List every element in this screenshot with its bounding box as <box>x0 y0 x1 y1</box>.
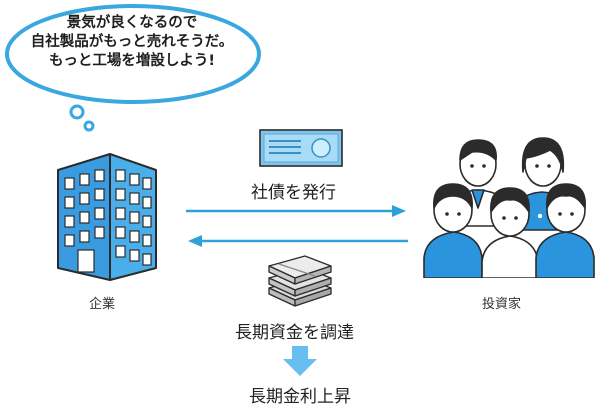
bubble-line-1: 景気が良くなるので <box>66 15 198 31</box>
bond-certificate-icon <box>257 127 345 169</box>
money-stack-icon <box>265 252 335 310</box>
bubble-line-2: 自社製品がもっと売れそうだ。 <box>30 34 234 50</box>
investor-label: 投資家 <box>482 297 522 312</box>
bubble-text: 景気が良くなるので 自社製品がもっと売れそうだ。 もっと工場を増設しよう! <box>3 14 261 71</box>
result-label: 長期金利上昇 <box>249 387 351 407</box>
bubble-line-3: もっと工場を増設しよう! <box>48 53 216 69</box>
thought-bubble-shape <box>5 4 261 132</box>
down-arrow-icon <box>283 346 317 376</box>
funding-label: 長期資金を調達 <box>235 323 354 343</box>
company-label: 企業 <box>89 297 116 312</box>
investor-group-icon <box>420 126 596 279</box>
bond-issue-label: 社債を発行 <box>251 183 336 203</box>
office-building-icon <box>48 150 166 286</box>
bond-arrow <box>186 203 408 217</box>
funding-arrow <box>186 233 408 247</box>
thought-bubble: 景気が良くなるので 自社製品がもっと売れそうだ。 もっと工場を増設しよう! <box>3 2 265 137</box>
